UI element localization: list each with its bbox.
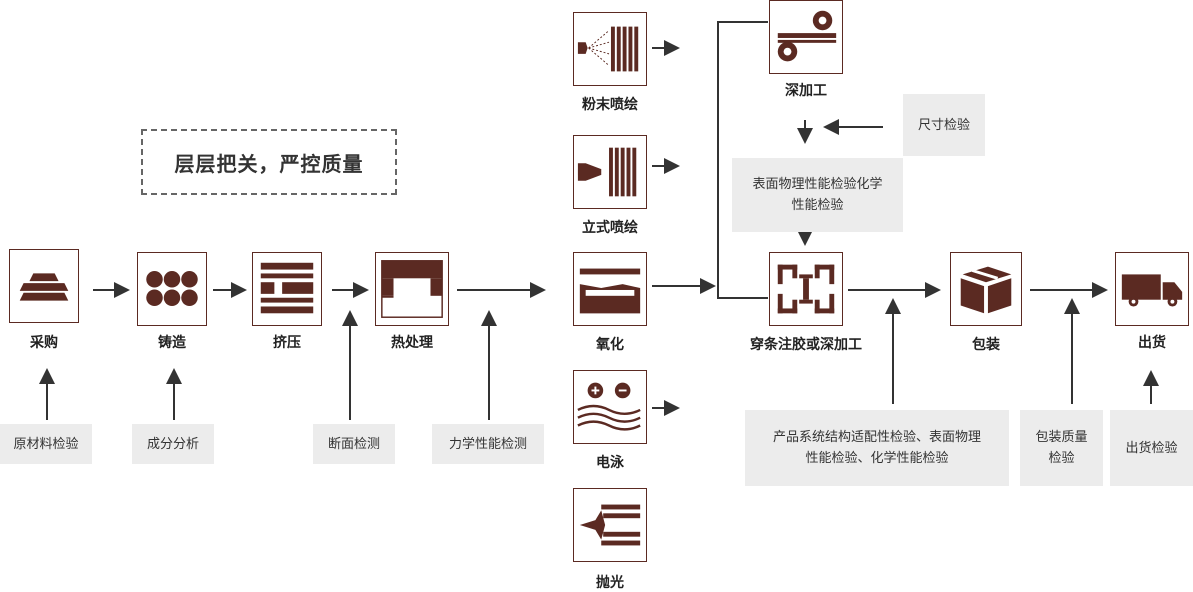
shipping-label: 出货: [1138, 335, 1166, 351]
heat-treatment-box: [375, 252, 449, 326]
electrophoresis-box: [573, 370, 647, 444]
truck-icon: [1121, 274, 1183, 307]
procurement-label: 采购: [30, 335, 58, 351]
section-inspection-text: 断面检测: [327, 436, 380, 452]
thermal-break-profile-icon: [777, 264, 835, 314]
extrusion-label: 挤压: [273, 335, 301, 351]
pack-quality-inspection-line1: 包装质量: [1035, 430, 1088, 445]
slogan-text: 层层把关，严控质量: [174, 151, 364, 176]
product-inspection: 产品系统结构适配性检验、表面物理 性能检验、化学性能检验: [745, 410, 1009, 486]
product-inspection-line1: 产品系统结构适配性检验、表面物理: [772, 430, 981, 445]
surface-inspection-line1: 表面物理性能检验化学: [752, 177, 883, 192]
ingot-stack-icon: [19, 273, 69, 301]
electrophoresis-icon: [577, 382, 641, 431]
oxidation-tank-icon: [579, 268, 641, 314]
casting-label: 铸造: [158, 335, 186, 351]
packaging-box: [950, 252, 1022, 326]
billets-icon: [146, 271, 198, 306]
powder-coating-box: [573, 12, 647, 86]
shipping-inspection: 出货检验: [1110, 410, 1193, 486]
shipping-box: [1115, 252, 1189, 326]
surface-inspection: 表面物理性能检验化学 性能检验: [732, 158, 903, 232]
vertical-coating-label: 立式喷绘: [582, 220, 638, 236]
section-inspection: 断面检测: [313, 424, 395, 464]
extrusion-box: [252, 252, 322, 326]
package-box-icon: [960, 266, 1012, 314]
strip-glue-label: 穿条注胶或深加工: [750, 337, 862, 353]
shipping-inspection-text: 出货检验: [1125, 440, 1178, 456]
slogan-box: 层层把关，严控质量: [141, 129, 397, 195]
pack-quality-inspection-line2: 检验: [1048, 451, 1075, 466]
powder-coating-label: 粉末喷绘: [582, 97, 638, 113]
polishing-label: 抛光: [596, 575, 624, 591]
extrusion-press-icon: [260, 262, 314, 314]
furnace-icon: [381, 260, 443, 318]
deep-processing-label: 深加工: [785, 83, 827, 99]
surface-inspection-line2: 性能检验: [791, 198, 844, 213]
machining-icon: [777, 10, 837, 62]
heat-treatment-label: 热处理: [391, 335, 433, 351]
powder-spray-icon: [577, 26, 639, 72]
dimension-inspection-text: 尺寸检验: [917, 117, 970, 133]
raw-material-inspection: 原材料检验: [0, 424, 92, 464]
deep-processing-bracket: [717, 21, 768, 299]
vertical-spray-icon: [577, 147, 637, 197]
product-inspection-line2: 性能检验、化学性能检验: [805, 451, 949, 466]
mechanical-inspection-text: 力学性能检测: [448, 436, 527, 452]
packaging-label: 包装: [972, 337, 1000, 353]
composition-inspection-text: 成分分析: [146, 436, 199, 452]
procurement-box: [9, 249, 79, 323]
electrophoresis-label: 电泳: [596, 455, 624, 471]
mechanical-inspection: 力学性能检测: [432, 424, 544, 464]
oxidation-box: [573, 252, 647, 326]
pack-quality-inspection: 包装质量 检验: [1020, 410, 1103, 486]
vertical-coating-box: [573, 135, 647, 209]
oxidation-label: 氧化: [596, 337, 624, 353]
strip-glue-box: [769, 252, 843, 326]
polishing-box: [573, 488, 647, 562]
polishing-icon: [579, 504, 641, 546]
casting-box: [137, 252, 207, 326]
deep-processing-box: [769, 0, 843, 74]
composition-inspection: 成分分析: [132, 424, 214, 464]
raw-material-inspection-text: 原材料检验: [13, 436, 79, 452]
dimension-inspection: 尺寸检验: [903, 94, 985, 156]
